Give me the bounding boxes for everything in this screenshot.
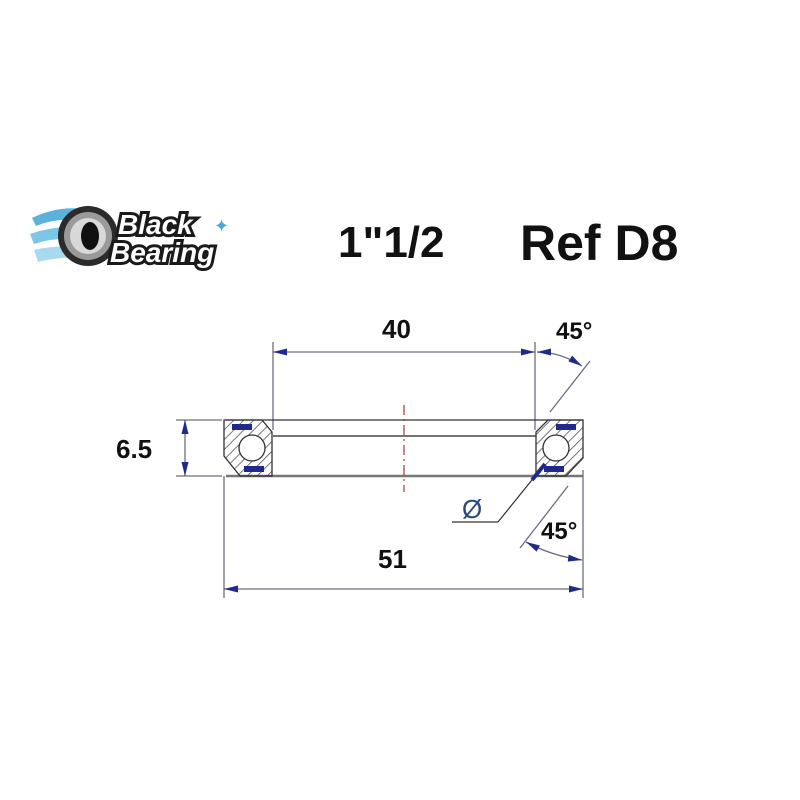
- inner-diameter-dimension: [272, 342, 536, 430]
- left-bearing-section: [223, 419, 273, 477]
- top-angle-label: 45°: [556, 318, 593, 345]
- outer-diameter-dimension: [223, 476, 583, 598]
- bearing-logo-icon: Black Bearing ✦: [30, 206, 229, 271]
- diameter-leader: [452, 462, 547, 523]
- size-title: 1"1/2: [338, 218, 445, 267]
- diameter-symbol: Ø: [462, 494, 483, 524]
- top-angle-dimension: [536, 348, 591, 413]
- bottom-angle-dimension: [519, 470, 584, 598]
- inner-diameter-label: 40: [382, 314, 411, 344]
- outer-diameter-label: 51: [378, 544, 407, 574]
- bottom-angle-label: 45°: [541, 518, 578, 545]
- svg-text:✦: ✦: [214, 216, 229, 236]
- right-bearing-section: [535, 419, 584, 477]
- black-bearing-logo: Black Bearing ✦: [30, 196, 255, 276]
- height-label: 6.5: [116, 434, 153, 464]
- svg-text:Black: Black: [118, 209, 194, 240]
- ref-title: Ref D8: [520, 215, 679, 271]
- svg-text:Bearing: Bearing: [110, 237, 214, 268]
- height-dimension: [176, 419, 222, 477]
